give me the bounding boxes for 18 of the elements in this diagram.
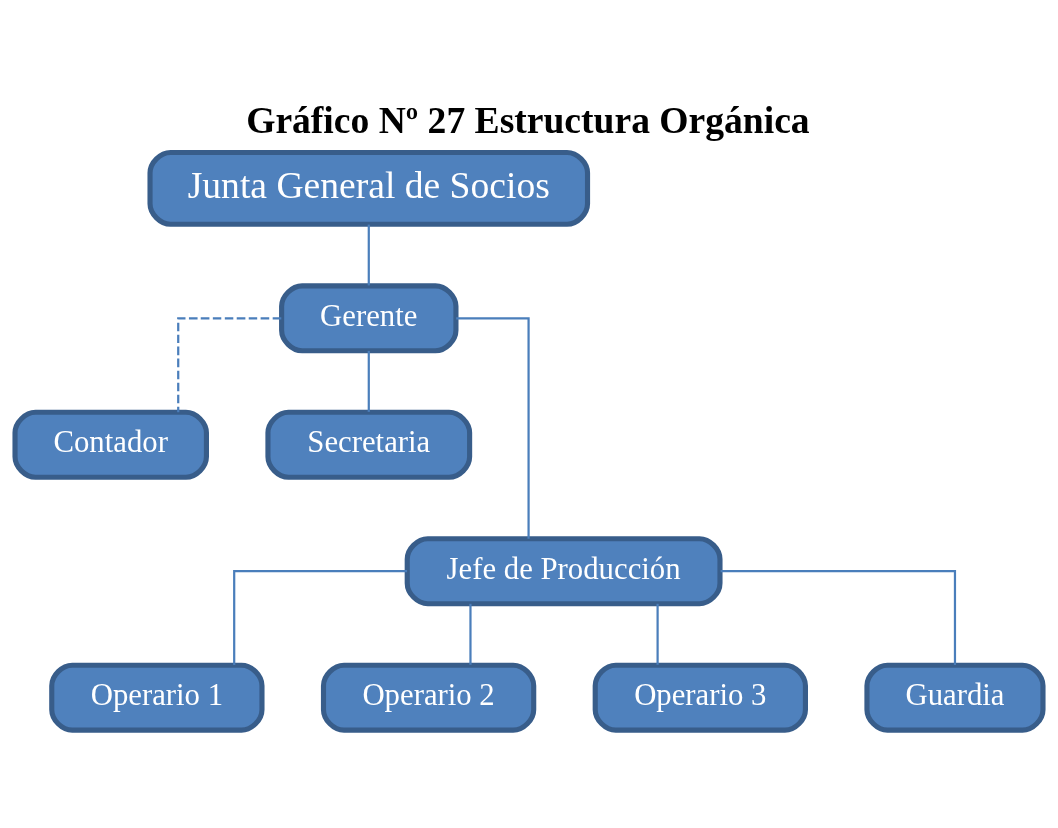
diagram-title: Gráfico Nº 27 Estructura Orgánica (246, 100, 810, 142)
node-box: Jefe de Producción (404, 536, 723, 607)
connector (367, 350, 370, 412)
node-box: Operario 3 (592, 662, 808, 733)
connector (233, 570, 408, 666)
connector (720, 570, 957, 666)
node-box: Operario 1 (49, 662, 265, 733)
node-box: Junta General de Socios (147, 149, 591, 227)
connector (177, 317, 282, 413)
node-box: Contador (12, 409, 209, 480)
node-box: Gerente (279, 283, 459, 354)
connector (656, 603, 659, 665)
connector (456, 317, 530, 539)
node-box: Operario 2 (320, 662, 537, 733)
node-box: Secretaria (265, 409, 473, 480)
connector (367, 224, 370, 286)
connector (469, 603, 472, 665)
node-box: Guardia (864, 662, 1046, 733)
